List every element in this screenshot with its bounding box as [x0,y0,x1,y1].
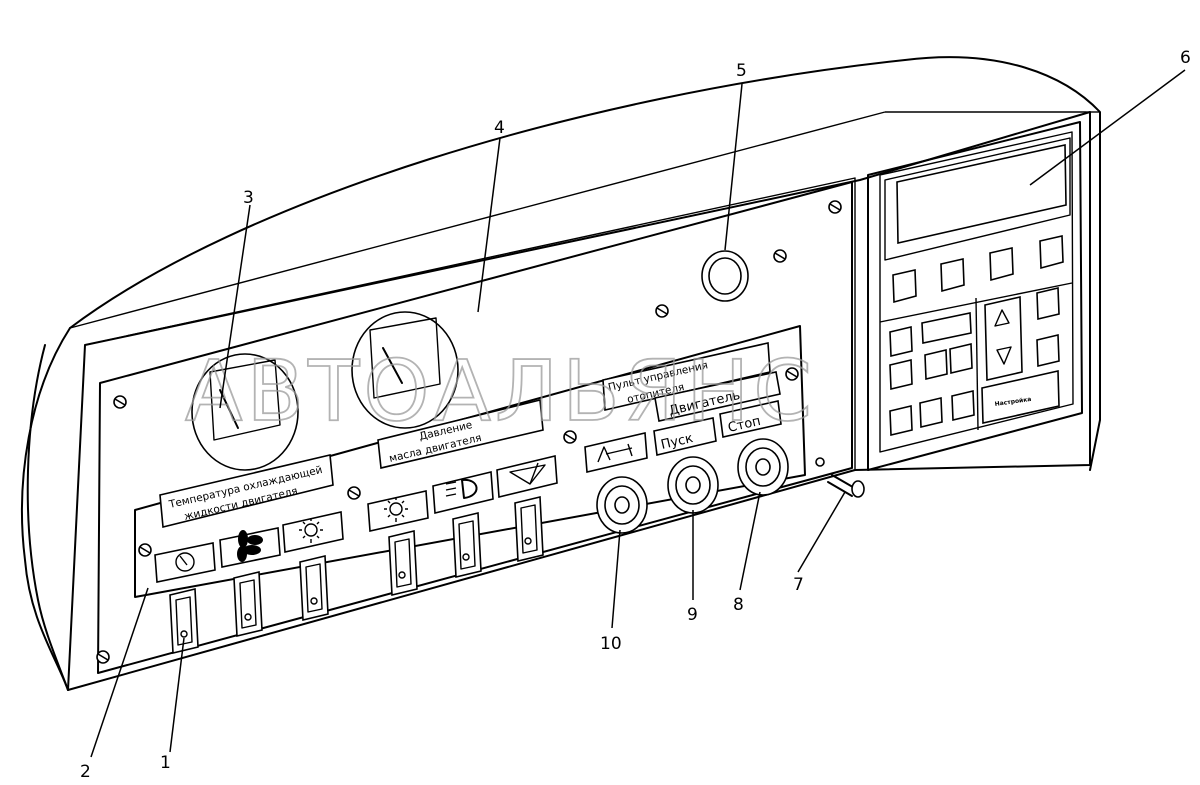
callout-6: 6 [1180,48,1191,68]
screw [347,486,361,500]
leader-6 [1029,69,1186,186]
screw [828,200,842,214]
display-key[interactable] [921,312,972,344]
screws [96,200,842,664]
switch-plate [134,325,806,598]
lcd-display [896,144,1067,244]
fastening-screw-7 [815,457,865,498]
gauge-symbol-tile [154,542,216,583]
rocker-switch-2[interactable] [233,570,263,638]
screw [655,304,669,318]
display-key[interactable] [949,342,973,375]
display-key-right-block: Настройка [981,286,1060,424]
callout-9: 9 [687,605,698,625]
watermark: АВТОАЛЬЯНС [185,342,816,440]
coolant-temperature-gauge [191,353,299,471]
callout-2: 2 [80,762,91,782]
screw [96,650,110,664]
leader-4 [477,137,501,313]
display-key[interactable] [919,396,943,429]
display-key[interactable] [989,247,1014,282]
navigation-key[interactable] [984,296,1023,381]
main-face [67,111,1091,691]
heater-stop-label: Стоп [727,414,763,436]
leader-8 [739,491,761,591]
heater-start-button[interactable]: Пуск [653,417,717,456]
screw [773,249,787,263]
display-key-row-1 [892,235,1064,304]
lamp-icon [299,518,323,543]
callout-10: 10 [600,634,622,654]
rocker-switch-3[interactable] [299,554,329,622]
sun-symbol-tile [367,490,429,532]
rocker-switch-4[interactable] [388,529,418,597]
headlight-icon [445,478,478,499]
heater-start-label: Пуск [660,431,695,453]
leader-3 [219,204,251,409]
rocker-switch-6[interactable] [514,495,544,563]
screw [563,430,577,444]
rocker-switch-5[interactable] [452,511,482,579]
heater-indicator-tile [584,432,648,473]
screw [138,543,152,557]
leader-5 [724,83,743,251]
display-key[interactable] [940,258,965,293]
display-control-module: Настройка [867,121,1083,471]
heater-stop-button[interactable]: Стоп [719,400,782,438]
push-button-8[interactable] [737,438,789,496]
push-button-10[interactable] [596,476,648,534]
heater-icon [597,443,633,463]
display-key-left-block [889,312,975,437]
wiper-symbol-tile [496,455,558,498]
settings-button[interactable] [981,370,1060,424]
callout-3: 3 [243,188,254,208]
display-key[interactable] [951,389,975,422]
wiper-icon [509,462,546,485]
screw [785,367,799,381]
indicator-lamp-5 [701,250,749,302]
callout-numbers: 1 2 3 4 5 6 7 8 9 10 [80,48,1191,782]
callout-leaders [90,69,1186,758]
gauge-plate [97,181,853,674]
dashboard-housing [21,56,1101,691]
display-key[interactable] [924,348,948,381]
leader-2 [90,587,149,758]
sun-icon [384,497,408,522]
callout-4: 4 [494,118,505,138]
headlight-symbol-tile [432,471,494,514]
fan-symbol-tile [219,527,281,568]
display-key[interactable] [889,404,913,437]
leader-10 [611,529,621,629]
callout-7: 7 [793,575,804,595]
push-button-9[interactable] [667,456,719,514]
display-key[interactable] [1036,333,1060,368]
fan-icon [237,530,263,562]
oil-pressure-gauge [351,311,459,429]
display-key[interactable] [892,269,917,304]
lamp-symbol-tile [282,511,344,553]
rocker-switch-1[interactable] [169,587,199,655]
display-key[interactable] [1036,286,1060,321]
callout-8: 8 [733,595,744,615]
callout-5: 5 [736,61,747,81]
display-key[interactable] [889,358,913,391]
leader-7 [797,491,846,573]
display-key[interactable] [889,325,913,358]
screw [113,395,127,409]
display-key[interactable] [1039,235,1064,270]
leader-1 [169,637,185,753]
gauge-icon [175,552,195,572]
callout-1: 1 [160,753,171,773]
